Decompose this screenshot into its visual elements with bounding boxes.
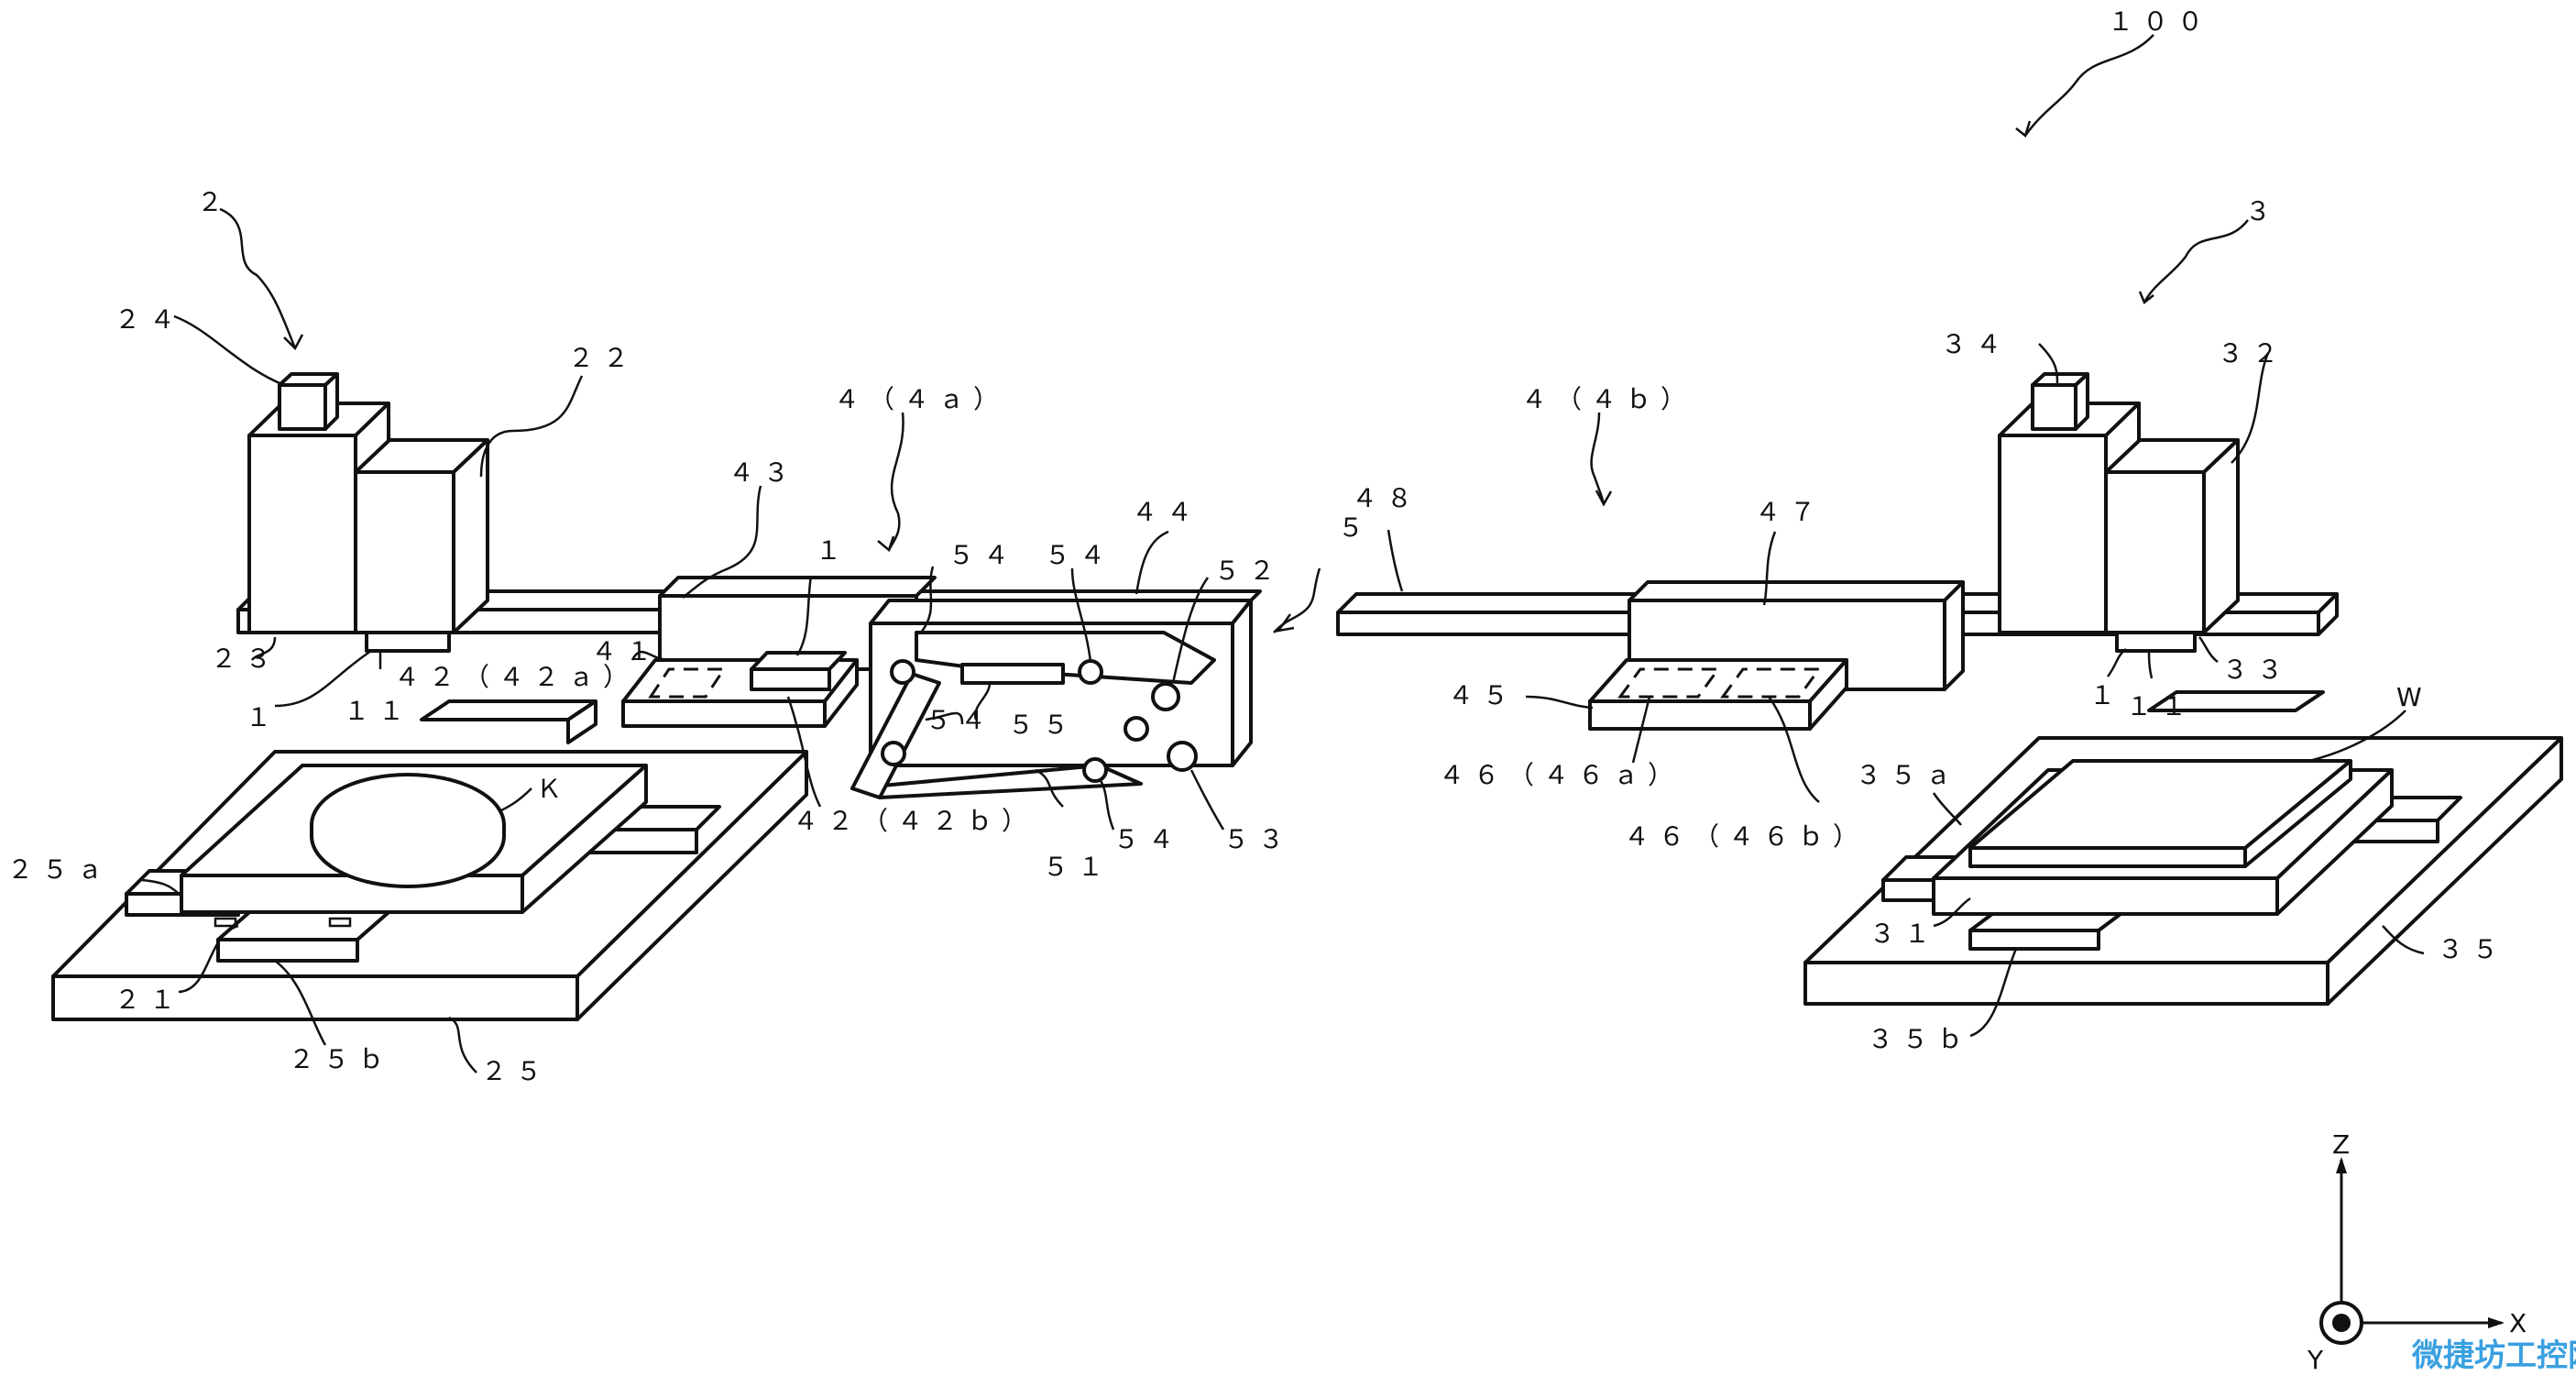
label-54-mid: ５４ [926,705,995,735]
right-unit-32 [2104,438,2240,634]
left-wafer-K [310,773,506,888]
axis-label-X: X [2509,1308,2536,1338]
label-22: ２２ [568,343,638,373]
label-5: ５ [1338,512,1373,543]
label-K: Ｋ [536,774,571,804]
label-31: ３１ [1869,919,1939,949]
right-head-33 [2115,631,2197,653]
left-rail-25b [216,906,396,963]
label-W: W [2396,682,2431,712]
label-55: ５５ [1008,710,1078,740]
label-1-mid: １ [816,535,850,566]
label-3: ３ [2245,196,2280,226]
label-25b: ２５ｂ [289,1044,393,1074]
axis-label-Y: Y [2307,1345,2332,1375]
label-54-bottom: ５４ [1113,824,1183,854]
label-100: １００ [2108,6,2212,37]
label-35a: ３５ａ [1856,760,1960,790]
label-11-left: １１ [344,696,413,726]
right-sensor-34 [2031,372,2089,431]
label-32: ３２ [2218,338,2287,369]
label-4a: ４（４ａ） [834,384,1008,414]
label-2: ２ [197,187,232,217]
label-1-left: １ [246,702,280,732]
right-workpiece-W [1968,759,2352,868]
flip-frame-5 [850,599,1253,799]
label-45: ４５ [1448,680,1518,710]
label-47: ４７ [1755,497,1825,527]
transfer-block-42a [750,651,847,691]
label-53: ５３ [1223,824,1293,854]
label-54-top-b: ５４ [1045,540,1114,570]
label-42a: ４２（４２ａ） [394,662,638,692]
label-46a: ４６（４６ａ） [1439,760,1683,790]
transfer-carriage-43 [658,576,937,671]
label-42b: ４２（４２ｂ） [793,806,1036,836]
label-46b: ４６（４６ｂ） [1624,821,1868,852]
label-54-top-a: ５４ [948,540,1018,570]
label-41: ４１ [591,636,661,666]
axis-label-Z: Z [2332,1129,2359,1160]
label-25a: ２５ａ [7,854,112,885]
label-43: ４３ [729,457,798,488]
label-35b: ３５ｂ [1868,1024,1972,1054]
label-11-right: １１ [2126,691,2196,721]
left-unit-22 [354,438,489,634]
label-1-right: １ [2089,680,2124,710]
label-23: ２３ [211,644,280,674]
label-35: ３５ [2438,934,2507,964]
left-sensor-24 [278,372,339,431]
label-44: ４４ [1132,497,1201,527]
leader-lines [141,34,2425,1073]
label-48: ４８ [1352,483,1421,513]
label-24: ２４ [115,304,184,335]
axis-indicator [2319,1157,2505,1345]
labels: １００ ２ ３ ２４ ２２ ２３ １ １１ ４２（４２ａ） ４１ ４３ ４（４ａ… [7,6,2536,1375]
label-21: ２１ [115,985,184,1015]
watermark: 微捷坊工控网 [2411,1337,2576,1374]
label-25: ２５ [481,1056,551,1086]
label-51: ５１ [1043,852,1113,882]
label-4b: ４（４ｂ） [1521,384,1695,414]
transfer-plate-45 [1588,658,1848,731]
label-52: ５２ [1214,556,1284,586]
label-33: ３３ [2222,655,2292,685]
label-34: ３４ [1941,329,2011,359]
